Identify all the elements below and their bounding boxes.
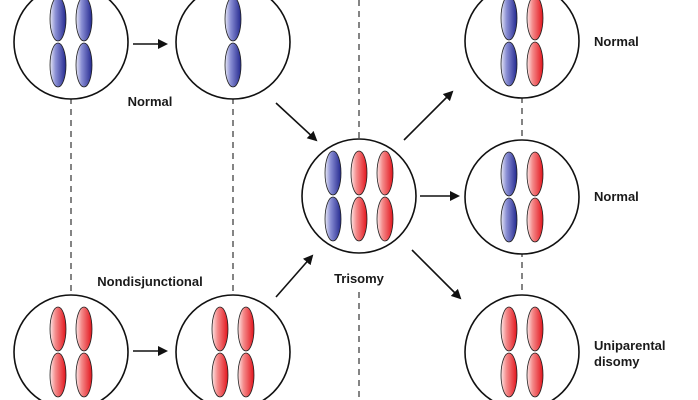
dashed-connectors <box>70 0 523 400</box>
label-trisomy: Trisomy <box>334 271 385 286</box>
arrows <box>133 39 462 356</box>
cell-parent-bottom <box>13 294 129 400</box>
chromosome-red <box>376 150 394 242</box>
chromosome-blue <box>500 0 518 87</box>
arrow-trisomy-to-normal-1 <box>403 90 454 141</box>
label-disomy: disomy <box>594 354 640 369</box>
cell-trisomy <box>301 138 417 254</box>
cell-membrane <box>13 294 129 400</box>
cell-membrane <box>175 294 291 400</box>
arrow-trisomy-to-upd <box>411 249 462 300</box>
chromosome-blue <box>75 0 93 88</box>
cell-membrane <box>464 0 580 99</box>
cell-membrane <box>13 0 129 100</box>
label-uniparental: Uniparental <box>594 338 666 353</box>
cell-membrane <box>464 139 580 255</box>
chromosome-blue <box>324 150 342 242</box>
chromosome-red <box>211 306 229 398</box>
chromosome-blue <box>49 0 67 88</box>
cell-result-normal-1 <box>464 0 580 99</box>
chromosome-red <box>500 306 518 398</box>
label-normal-gamete: Normal <box>128 94 173 109</box>
cell-membrane <box>464 294 580 400</box>
cell-gamete-bottom <box>175 294 291 400</box>
chromosome-red <box>350 150 368 242</box>
chromosome-blue <box>224 0 242 88</box>
cells <box>13 0 580 400</box>
label-normal-result-1: Normal <box>594 34 639 49</box>
label-nondisjunctional: Nondisjunctional <box>97 274 202 289</box>
cell-result-upd <box>464 294 580 400</box>
label-normal-result-2: Normal <box>594 189 639 204</box>
chromosome-red <box>526 0 544 87</box>
chromosome-red <box>526 306 544 398</box>
chromosome-blue <box>500 151 518 243</box>
cell-parent-top <box>13 0 129 100</box>
labels: Normal Nondisjunctional Trisomy Normal N… <box>97 34 665 369</box>
arrow-gamete-bottom-to-trisomy <box>275 254 314 298</box>
cell-result-normal-2 <box>464 139 580 255</box>
chromosome-red <box>237 306 255 398</box>
chromosome-red <box>75 306 93 398</box>
arrow-gamete-top-to-trisomy <box>275 102 318 142</box>
chromosome-red <box>49 306 67 398</box>
chromosome-red <box>526 151 544 243</box>
cell-gamete-top <box>175 0 291 100</box>
